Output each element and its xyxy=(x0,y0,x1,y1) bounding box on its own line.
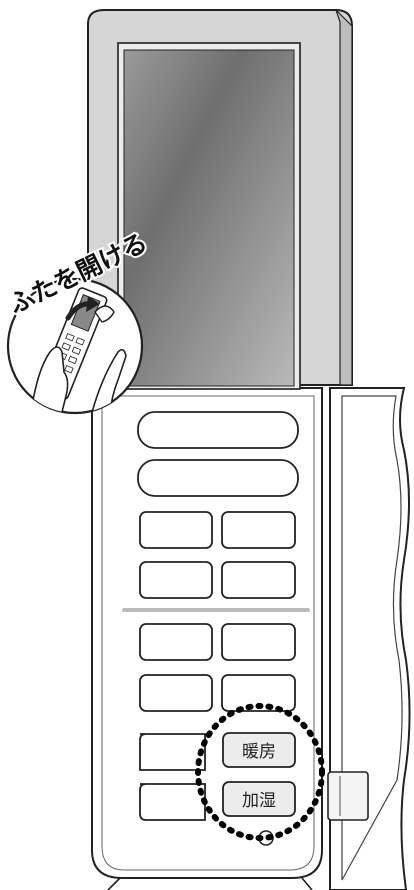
highlight-circle xyxy=(195,703,325,841)
humidify-button[interactable]: 加湿 xyxy=(222,781,296,817)
wide-button-1[interactable] xyxy=(137,411,299,449)
button-panel: 暖房 加湿 xyxy=(122,411,325,841)
wide-button-2[interactable] xyxy=(137,459,299,497)
button-row2-right[interactable] xyxy=(221,561,296,599)
clip-tab xyxy=(327,771,369,821)
button-row3-right[interactable] xyxy=(221,623,296,661)
heating-button-label: 暖房 xyxy=(242,742,276,762)
button-row2-left[interactable] xyxy=(139,561,213,599)
button-row4-left[interactable] xyxy=(139,674,213,712)
button-row1-left[interactable] xyxy=(139,511,213,549)
button-row4-right[interactable] xyxy=(221,674,296,712)
lid-screen xyxy=(123,49,295,387)
side-panel xyxy=(327,387,411,890)
button-row1-right[interactable] xyxy=(221,511,296,549)
hand-illustration xyxy=(6,277,144,415)
button-row6-left[interactable] xyxy=(139,783,206,821)
remote-lid xyxy=(87,9,353,390)
humidify-button-label: 加湿 xyxy=(242,791,276,811)
heating-button[interactable]: 暖房 xyxy=(222,732,296,768)
button-row3-left[interactable] xyxy=(139,623,213,661)
button-row5-left[interactable] xyxy=(139,733,206,771)
